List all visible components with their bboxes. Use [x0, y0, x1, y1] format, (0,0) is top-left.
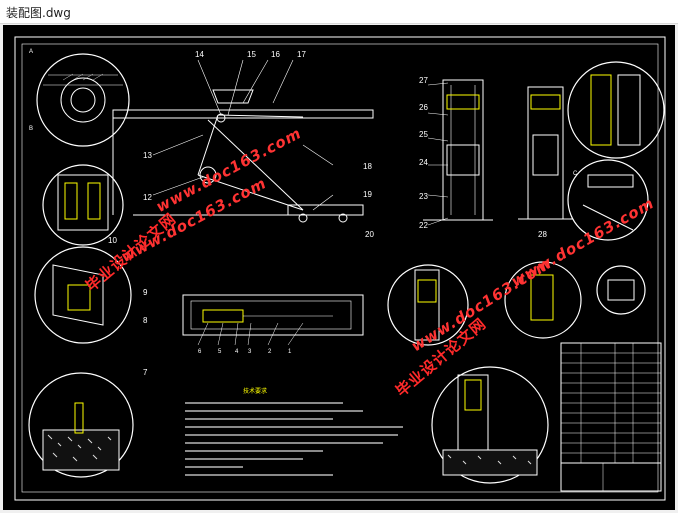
inner-frame	[21, 43, 659, 493]
section-mark-a: A	[29, 49, 33, 55]
part-5: 5	[218, 349, 222, 355]
part-28: 28	[538, 230, 547, 239]
detail-view-right-small	[596, 265, 646, 315]
part-17: 17	[297, 50, 306, 59]
part-15: 15	[247, 50, 256, 59]
notes-title: 技术要求	[243, 387, 267, 395]
part-12: 12	[143, 193, 152, 202]
part-8: 8	[143, 316, 148, 325]
part-23: 23	[419, 192, 428, 201]
title-block	[560, 342, 662, 492]
part-24: 24	[419, 158, 428, 167]
part-10: 10	[108, 236, 117, 245]
plan-view	[182, 294, 364, 346]
outer-frame	[14, 36, 666, 501]
part-number-labels: 14 15 16 17 13 12 18 19 27 26 25 24 23 2…	[108, 50, 547, 377]
detail-view-top-right	[567, 61, 665, 159]
part-27: 27	[419, 76, 428, 85]
part-3: 3	[248, 349, 252, 355]
detail-view-center	[387, 264, 469, 346]
part-1: 1	[288, 349, 292, 355]
detail-view-right-2	[567, 159, 649, 241]
part-25: 25	[419, 130, 428, 139]
window-titlebar: 装配图.dwg	[0, 0, 678, 24]
part-20: 20	[365, 230, 374, 239]
front-elevation-left	[423, 79, 493, 226]
detail-view-bottom-center	[431, 366, 549, 484]
technical-notes: 技术要求	[185, 387, 403, 476]
detail-view-top-left	[36, 53, 130, 147]
part-14: 14	[195, 50, 204, 59]
part-26: 26	[419, 103, 428, 112]
part-19: 19	[363, 190, 372, 199]
part-18: 18	[363, 162, 372, 171]
front-elevation-right	[518, 86, 573, 220]
part-2: 2	[268, 349, 272, 355]
part-6: 6	[198, 349, 202, 355]
cad-drawing-canvas[interactable]: 技术要求	[3, 25, 675, 510]
part-22: 22	[419, 221, 428, 230]
part-7: 7	[143, 368, 148, 377]
detail-view-left-2	[42, 164, 124, 246]
detail-view-bottom-left	[28, 372, 134, 478]
section-mark-c: C	[573, 171, 578, 177]
part-16: 16	[271, 50, 280, 59]
main-side-view	[112, 59, 374, 223]
section-mark-b: B	[29, 126, 33, 132]
part-13: 13	[143, 151, 152, 160]
part-4: 4	[235, 349, 239, 355]
window-title: 装配图.dwg	[6, 6, 71, 20]
drawing-svg: 技术要求	[14, 36, 666, 501]
detail-view-mid-right	[504, 261, 582, 339]
section-marks: A B C	[29, 49, 578, 177]
detail-view-left-3	[34, 246, 132, 344]
part-9: 9	[143, 288, 148, 297]
